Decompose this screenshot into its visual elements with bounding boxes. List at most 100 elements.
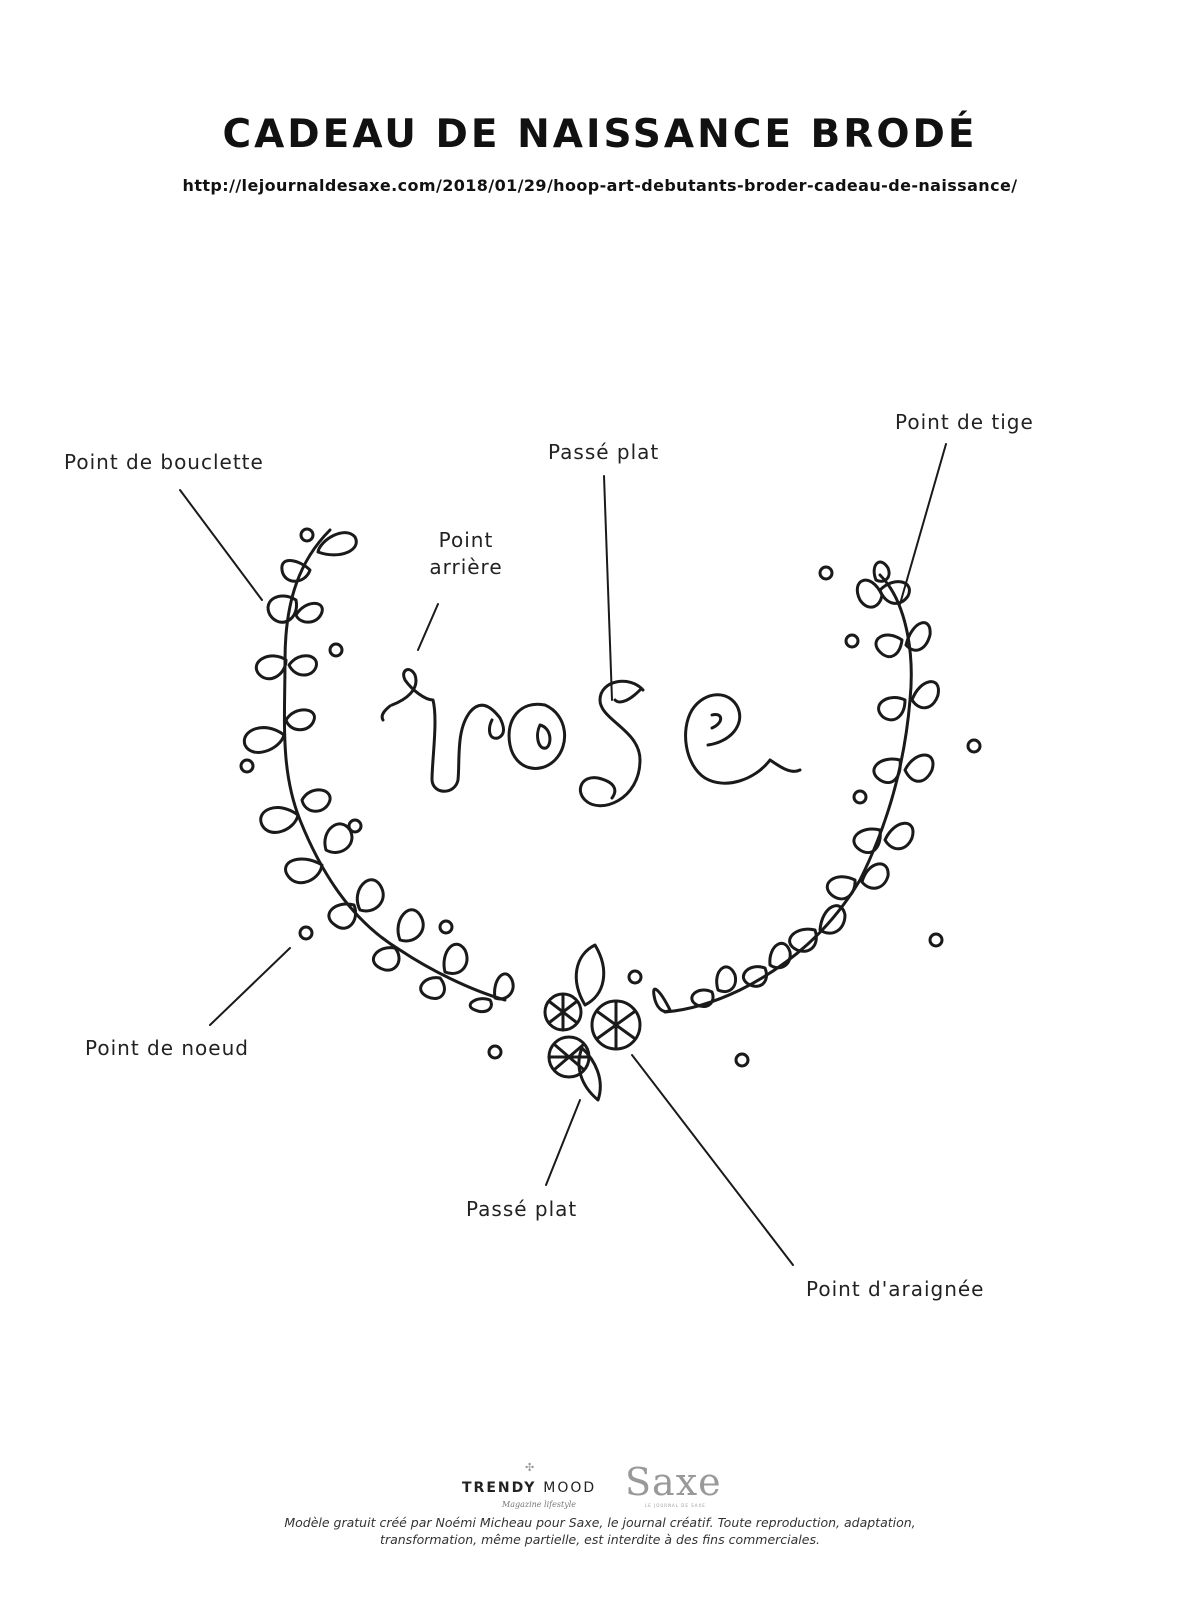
- leaf: [690, 988, 715, 1008]
- rose-lettering: [380, 668, 802, 808]
- leader-lines: [179, 443, 947, 1266]
- trendy-mood-mark-icon: ✣: [525, 1461, 535, 1474]
- leaf: [259, 806, 300, 834]
- leader-line: [545, 1099, 581, 1186]
- left-branch: [239, 527, 515, 1060]
- leaf: [372, 946, 401, 972]
- label-passe-plat-bottom: Passé plat: [466, 1197, 578, 1221]
- leaf: [284, 708, 316, 732]
- leaf: [287, 654, 318, 677]
- leaf: [860, 862, 890, 890]
- leaf: [715, 965, 738, 994]
- knot-dot: [299, 527, 315, 543]
- leaf: [419, 976, 446, 1000]
- leaf: [878, 580, 911, 605]
- brand1-bold: TRENDY: [462, 1480, 537, 1496]
- knot-dot: [844, 633, 860, 649]
- flower-leaf-bottom: [577, 1046, 602, 1102]
- letter-r: [390, 668, 505, 793]
- leaf: [442, 942, 469, 975]
- knot-dot: [298, 925, 314, 941]
- knot-dot: [928, 932, 944, 948]
- flower-leaf-top: [574, 943, 606, 1007]
- leader-line: [417, 603, 439, 651]
- label-point-arriere-line1: Point: [438, 528, 494, 552]
- leader-line: [899, 443, 947, 605]
- label-passe-plat-top: Passé plat: [548, 440, 660, 464]
- leaf: [883, 821, 915, 851]
- source-url[interactable]: http://lejournaldesaxe.com/2018/01/29/ho…: [182, 176, 1018, 195]
- knot-dot: [239, 758, 255, 774]
- leader-line: [209, 947, 291, 1026]
- leaf: [904, 621, 932, 652]
- letter-s: [579, 679, 645, 808]
- leaf: [872, 560, 891, 583]
- spider-spokes: [547, 1043, 591, 1071]
- knot-dot: [966, 738, 982, 754]
- letter-o: [507, 702, 567, 770]
- page-title: CADEAU DE NAISSANCE BRODÉ: [222, 112, 978, 157]
- spider-spokes: [548, 992, 578, 1032]
- leaf: [877, 696, 907, 722]
- label-point-arriere-line2: arrière: [429, 555, 503, 579]
- letter-stroke: [380, 704, 392, 722]
- credit-line-2: transformation, même partielle, est inte…: [380, 1532, 820, 1547]
- right-branch: [627, 560, 982, 1068]
- leader-line: [631, 1054, 794, 1266]
- footer-logos: ✣ TRENDY MOOD Magazine lifestyle Saxe LE…: [0, 1455, 1200, 1510]
- leaf: [872, 757, 902, 784]
- knot-dot: [734, 1052, 750, 1068]
- leaf: [242, 726, 286, 754]
- label-point-arriere: Point arrière: [426, 528, 506, 579]
- leaf: [910, 680, 940, 710]
- leaf: [254, 654, 288, 681]
- leaf: [788, 927, 818, 953]
- saxe-logo: Saxe: [625, 1460, 722, 1504]
- leaf: [316, 531, 358, 557]
- label-point-de-bouclette: Point de bouclette: [64, 450, 264, 474]
- center-flower: [543, 943, 642, 1102]
- knot-dot: [487, 1044, 503, 1060]
- brand1-light: MOOD: [543, 1480, 597, 1496]
- leaf: [294, 601, 324, 624]
- leaf: [852, 827, 882, 854]
- leaf: [266, 594, 298, 624]
- leaf: [768, 941, 792, 970]
- leaf: [652, 987, 672, 1014]
- left-branch-stem: [282, 528, 507, 1002]
- label-point-de-noeud: Point de noeud: [85, 1036, 249, 1060]
- leaf: [284, 857, 324, 885]
- leaf: [493, 972, 515, 1001]
- leaf: [855, 578, 884, 609]
- knot-dot: [347, 818, 363, 834]
- leaf: [742, 965, 768, 988]
- leaf: [468, 997, 493, 1014]
- leaf: [903, 753, 935, 783]
- spider-spokes: [596, 999, 636, 1051]
- knot-dot: [438, 919, 454, 935]
- knot-dot: [627, 969, 643, 985]
- knot-dot: [818, 565, 834, 581]
- leaf: [396, 908, 425, 943]
- leader-line: [179, 489, 263, 601]
- leaf: [825, 875, 857, 901]
- leader-line: [603, 475, 613, 701]
- label-point-d-araignee: Point d'araignée: [806, 1277, 985, 1301]
- leaf: [355, 878, 385, 913]
- leaf: [874, 633, 904, 659]
- credit-line-1: Modèle gratuit créé par Noémi Micheau po…: [284, 1515, 916, 1530]
- trendy-mood-tagline: Magazine lifestyle: [502, 1500, 576, 1509]
- label-point-de-tige: Point de tige: [895, 410, 1034, 434]
- right-branch-stem: [663, 573, 913, 1014]
- letter-e: [684, 693, 802, 785]
- leaf: [280, 559, 312, 583]
- leaf: [300, 788, 332, 813]
- saxe-tagline: LE JOURNAL DE SAXE: [645, 1503, 706, 1508]
- leaf: [818, 904, 847, 935]
- credit-notice: Modèle gratuit créé par Noémi Micheau po…: [0, 1514, 1200, 1548]
- knot-dot: [328, 642, 344, 658]
- trendy-mood-logo: TRENDY MOOD: [462, 1480, 596, 1496]
- knot-dot: [852, 789, 868, 805]
- leaf: [327, 902, 357, 930]
